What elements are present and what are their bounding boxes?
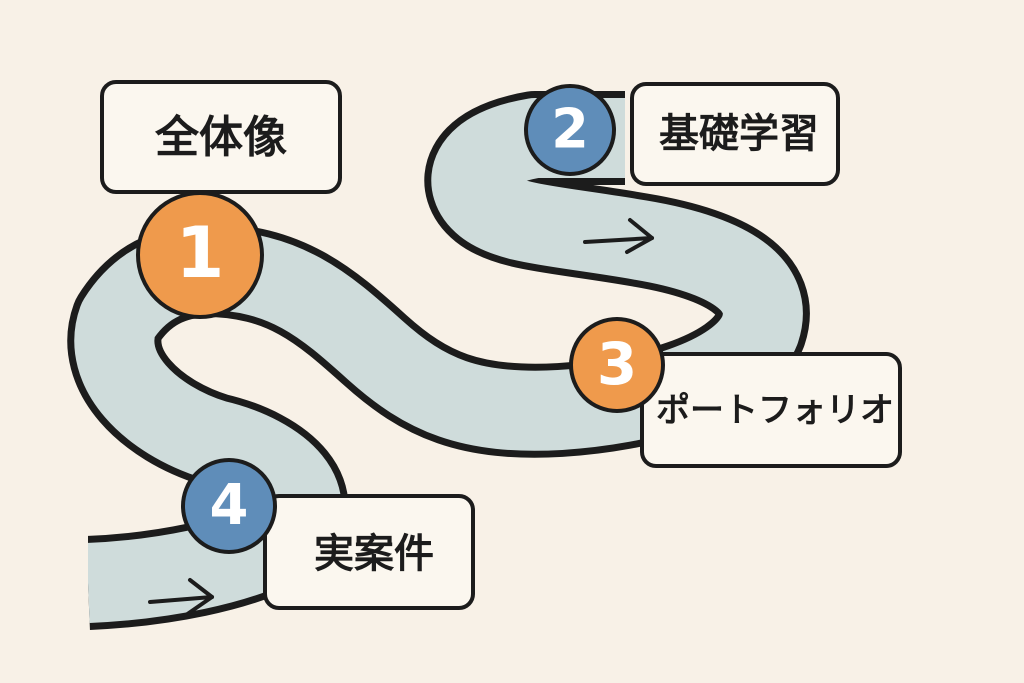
- road-left-edge-mask: [0, 520, 88, 640]
- step-1-number: 1: [176, 212, 225, 294]
- step-2-card: [630, 82, 840, 186]
- step-4: 実案件 4: [181, 458, 475, 610]
- step-3: ポートフォリオ 3: [569, 317, 902, 468]
- step-3-number: 3: [597, 330, 637, 398]
- road: [0, 91, 810, 640]
- step-3-label: ポートフォリオ: [656, 391, 894, 431]
- arrow-icon-upper: [583, 218, 654, 254]
- step-4-number: 4: [210, 473, 249, 538]
- step-2-number: 2: [551, 98, 589, 161]
- step-1-badge: [136, 191, 264, 319]
- step-3-badge: [569, 317, 665, 413]
- arrow-icon-lower: [148, 578, 214, 617]
- step-3-card: [640, 352, 902, 468]
- step-1: 全体像 1: [100, 80, 342, 319]
- step-1-label: 全体像: [154, 112, 287, 163]
- step-4-badge: [181, 458, 277, 554]
- step-2-badge: [524, 84, 616, 176]
- step-4-label: 実案件: [314, 531, 434, 577]
- step-2: 基礎学習 2: [524, 82, 840, 186]
- step-1-card: [100, 80, 342, 194]
- road-fill: [74, 98, 803, 623]
- step-2-label: 基礎学習: [659, 111, 819, 157]
- step-4-card: [263, 494, 475, 610]
